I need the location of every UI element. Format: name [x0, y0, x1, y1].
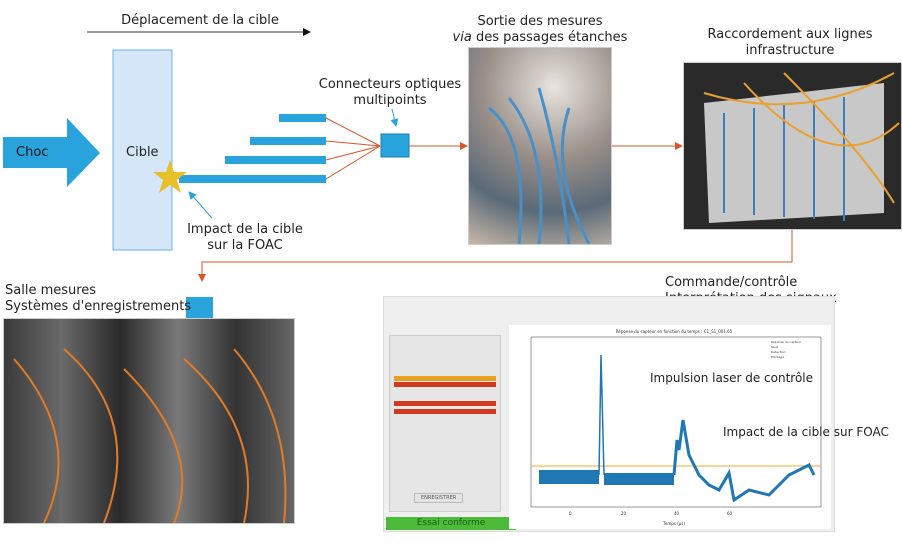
- chart-title: Réponse du capteur en fonction du temps …: [616, 329, 733, 334]
- software-window: ENREGISTRER Essai conforme Réponse du ca…: [383, 296, 835, 532]
- shock-label: Choc: [16, 145, 49, 160]
- impact-star-icon: [153, 160, 187, 193]
- sample-list[interactable]: [389, 335, 501, 512]
- impact-signal: [672, 419, 816, 503]
- svg-text:Temps (µs): Temps (µs): [662, 521, 685, 526]
- fiber-1: [279, 114, 326, 122]
- photo-recording-room: [3, 318, 295, 524]
- laser-pulse: [598, 354, 605, 476]
- fiber-2: [250, 137, 326, 145]
- shock-arrow: [3, 118, 100, 187]
- target-block: [112, 49, 173, 251]
- svg-text:40: 40: [674, 511, 680, 516]
- svg-text:20: 20: [621, 511, 627, 516]
- photo-patch-panel: [683, 62, 902, 230]
- fiber-4: [179, 175, 326, 183]
- signal-baseline-1: [539, 470, 599, 484]
- svg-text:0: 0: [569, 511, 572, 516]
- svg-text:Réponse du capteur: Réponse du capteur: [771, 340, 802, 344]
- svg-text:Pointage: Pointage: [771, 355, 784, 359]
- svg-text:Seuil: Seuil: [771, 345, 778, 349]
- room-box: [186, 297, 213, 318]
- signal-chart: Réponse du capteur en fonction du temps …: [509, 325, 831, 529]
- svg-text:Détection: Détection: [771, 350, 786, 354]
- annotation-laser-pulse: Impulsion laser de contrôle: [650, 371, 813, 385]
- photo-feedthrough: [468, 47, 612, 245]
- signal-baseline-2: [604, 473, 674, 485]
- connector-box: [380, 133, 410, 158]
- target-label: Cible: [126, 145, 159, 160]
- save-button[interactable]: ENREGISTRER: [414, 493, 464, 503]
- annotation-target-impact: Impact de la cible sur FOAC: [723, 425, 889, 439]
- fiber-3: [225, 156, 326, 164]
- status-banner: Essai conforme: [386, 517, 516, 530]
- movement-label: Déplacement de la cible: [121, 13, 279, 28]
- svg-text:60: 60: [727, 511, 733, 516]
